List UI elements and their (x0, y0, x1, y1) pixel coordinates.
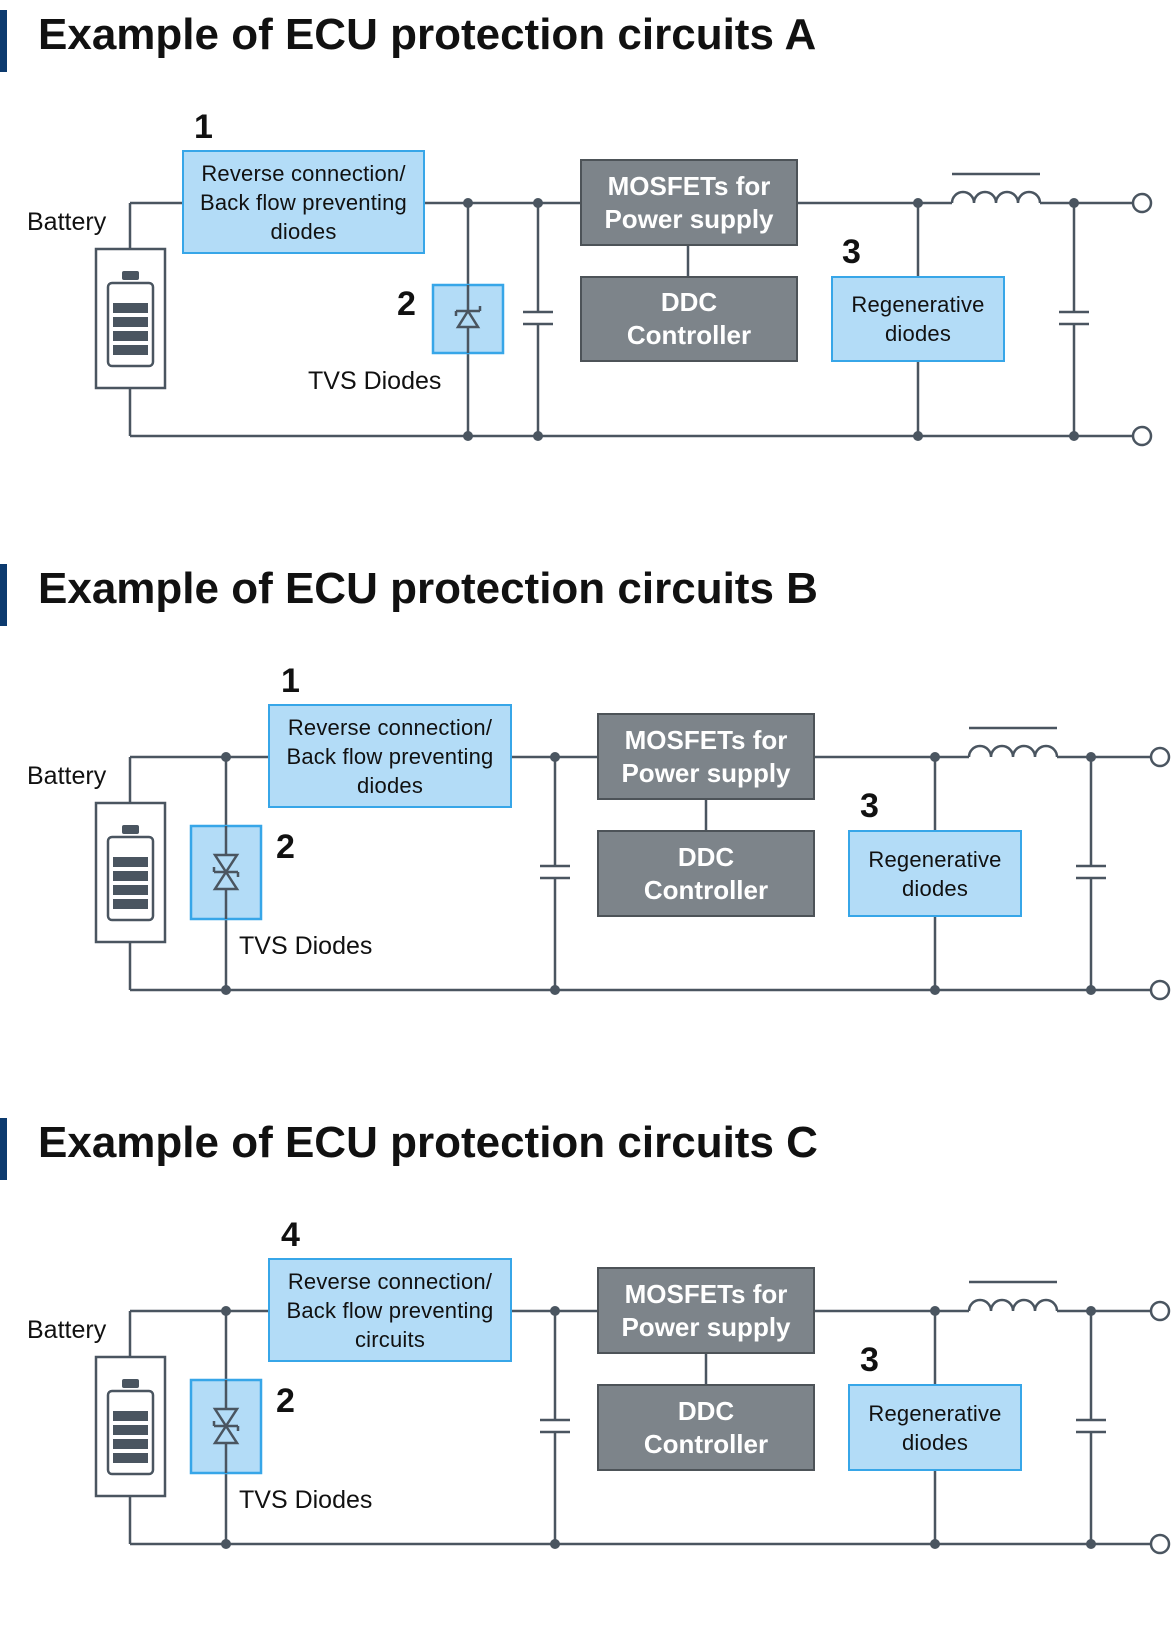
reverse-connection-block: Reverse connection/ Back flow preventing… (182, 150, 425, 254)
block-text-line: Controller (643, 874, 769, 905)
tvs-number: 2 (276, 1382, 295, 1420)
output-terminal (1131, 425, 1153, 447)
capacitor-symbol (523, 203, 553, 436)
ddc-controller-block: DDC Controller (597, 830, 815, 917)
section-title: Example of ECU protection circuits B (38, 564, 818, 613)
block-number: 1 (281, 662, 300, 700)
block-text-line: Regenerative (851, 292, 985, 317)
block-text-line: Power supply (621, 757, 791, 788)
capacitor-symbol (1076, 1311, 1106, 1544)
regenerative-diodes-block: Regenerative diodes (848, 830, 1022, 917)
block-text-line: Reverse connection/ (287, 1268, 493, 1294)
section-title: Example of ECU protection circuits A (38, 10, 817, 59)
inductor-symbol (950, 190, 1042, 204)
battery-label: Battery (27, 208, 107, 236)
tvs-diode-bidirectional-icon (189, 824, 263, 921)
tvs-label: TVS Diodes (308, 367, 442, 395)
block-text-line: Reverse connection/ (201, 160, 406, 186)
block-text-line: Power supply (604, 203, 774, 234)
block-text-line: Controller (626, 320, 752, 350)
tvs-label: TVS Diodes (239, 1486, 373, 1514)
capacitor-symbol (540, 1311, 570, 1544)
block-text-line: Controller (643, 1428, 769, 1459)
circuit-diagram-c (94, 1280, 1171, 1555)
circuit-section-b: Example of ECU protection circuits B (0, 554, 1171, 1074)
block-text-line: MOSFETs for (624, 1278, 788, 1309)
tvs-label: TVS Diodes (239, 932, 373, 960)
output-terminal (1131, 192, 1153, 214)
block-text-line: DDC (660, 287, 718, 317)
capacitor-symbol (540, 757, 570, 990)
output-terminal (1149, 746, 1171, 768)
circuit-diagram-b (94, 726, 1171, 1001)
tvs-diode-icon (431, 283, 505, 355)
capacitor-symbol (1059, 203, 1089, 436)
ddc-controller-block: DDC Controller (580, 276, 798, 362)
block-text-line: Regenerative (868, 846, 1002, 872)
regen-number: 3 (842, 233, 861, 271)
block-text-line: diodes (901, 875, 969, 901)
block-text-line: Back flow preventing (286, 1297, 494, 1323)
block-text-line: Back flow preventing (286, 743, 494, 769)
reverse-connection-block: Reverse connection/ Back flow preventing… (268, 1258, 512, 1362)
tvs-number: 2 (276, 828, 295, 866)
circuit-diagram-a (94, 172, 1153, 447)
tvs-diode-bidirectional-icon (189, 1378, 263, 1475)
battery-icon (94, 801, 167, 944)
block-text-line: DDC (677, 841, 735, 872)
reverse-connection-block: Reverse connection/ Back flow preventing… (268, 704, 512, 808)
block-text-line: diodes (356, 772, 424, 798)
inductor-symbol (967, 1298, 1059, 1312)
tvs-number: 2 (397, 285, 416, 323)
block-text-line: MOSFETs for (624, 724, 788, 755)
block-number: 1 (194, 108, 213, 146)
title-accent-bar (0, 1118, 7, 1180)
block-text-line: Reverse connection/ (287, 714, 493, 740)
circuit-section-a: Example of ECU protection circuits A (0, 0, 1171, 520)
regenerative-diodes-block: Regenerative diodes (848, 1384, 1022, 1471)
title-accent-bar (0, 564, 7, 626)
output-terminal (1149, 1533, 1171, 1555)
mosfet-block: MOSFETs for Power supply (580, 159, 798, 246)
capacitor-symbol (1076, 757, 1106, 990)
block-text-line: diodes (884, 321, 952, 346)
block-text-line: diodes (270, 218, 337, 244)
output-terminal (1149, 1300, 1171, 1322)
mosfet-block: MOSFETs for Power supply (597, 713, 815, 800)
regenerative-diodes-block: Regenerative diodes (831, 276, 1005, 362)
block-text-line: Back flow preventing (200, 189, 407, 215)
inductor-symbol (967, 744, 1059, 758)
block-text-line: circuits (354, 1326, 426, 1352)
ddc-controller-block: DDC Controller (597, 1384, 815, 1471)
section-title: Example of ECU protection circuits C (38, 1118, 818, 1167)
title-accent-bar (0, 10, 7, 72)
regen-number: 3 (860, 1341, 879, 1379)
battery-icon (94, 1355, 167, 1498)
mosfet-block: MOSFETs for Power supply (597, 1267, 815, 1354)
output-terminal (1149, 979, 1171, 1001)
block-text-line: Power supply (621, 1311, 791, 1342)
block-text-line: DDC (677, 1395, 735, 1426)
block-text-line: Regenerative (868, 1400, 1002, 1426)
circuit-section-c: Example of ECU protection circuits C (0, 1108, 1171, 1628)
block-number: 4 (281, 1216, 300, 1254)
regen-number: 3 (860, 787, 879, 825)
block-text-line: MOSFETs for (607, 170, 771, 201)
battery-label: Battery (27, 762, 107, 790)
battery-icon (94, 247, 167, 390)
battery-label: Battery (27, 1316, 107, 1344)
block-text-line: diodes (901, 1429, 969, 1455)
